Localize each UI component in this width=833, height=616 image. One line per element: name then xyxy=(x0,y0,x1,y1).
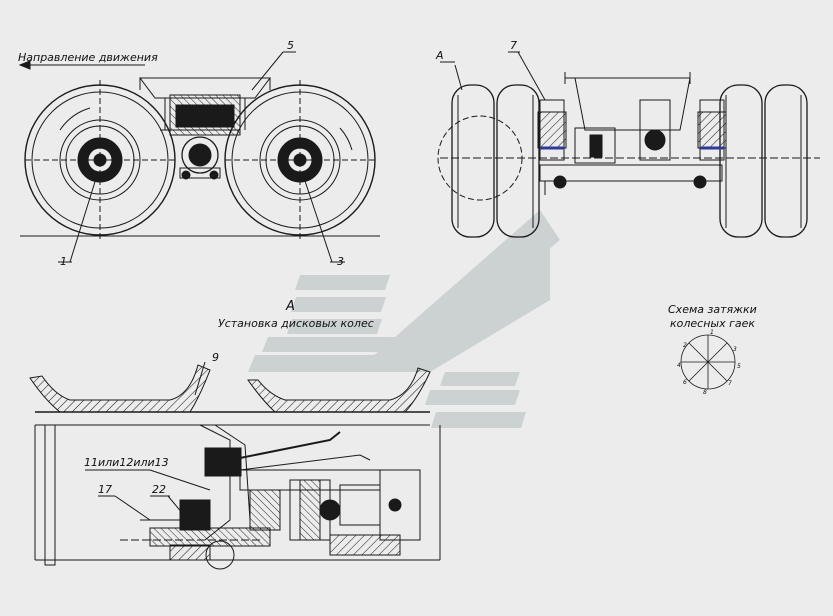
part-label-7: 7 xyxy=(510,39,517,52)
nut-number-4: 4 xyxy=(677,362,681,369)
view-a-label-top: А xyxy=(436,49,444,62)
part-label-17: 17 xyxy=(98,483,112,496)
nut-number-3: 3 xyxy=(733,346,737,353)
direction-label: Направление движения xyxy=(18,51,158,64)
part-label-22: 22 xyxy=(152,483,166,496)
rear-view-axle xyxy=(437,51,820,238)
part-label-5: 5 xyxy=(287,39,294,52)
nut-number-1: 1 xyxy=(710,329,714,336)
wheel-section-view xyxy=(29,361,441,570)
scheme-title-line1: Схема затяжки xyxy=(668,303,757,316)
nut-number-2: 2 xyxy=(683,342,687,349)
part-label-1: 1 xyxy=(60,255,67,268)
right-wheel xyxy=(224,80,376,240)
nut-number-7: 7 xyxy=(728,380,732,387)
suspension-assembly xyxy=(139,77,271,180)
nut-tightening-scheme xyxy=(680,334,736,390)
watermark-logo-icon xyxy=(248,210,560,428)
view-a-label-bottom: А xyxy=(286,299,295,314)
side-view-bogie xyxy=(18,51,380,263)
part-label-3: 3 xyxy=(337,255,344,268)
part-label-11-12-13: 11или12или13 xyxy=(84,456,169,469)
nut-number-6: 6 xyxy=(683,379,687,386)
part-label-9: 9 xyxy=(212,351,219,364)
installation-title: Установка дисковых колес xyxy=(218,317,374,330)
arrow-left-icon xyxy=(18,60,145,70)
scheme-title-line2: колесных гаек xyxy=(670,317,756,330)
nut-number-8: 8 xyxy=(703,389,707,396)
left-wheel xyxy=(24,80,176,240)
nut-number-5: 5 xyxy=(737,363,741,370)
